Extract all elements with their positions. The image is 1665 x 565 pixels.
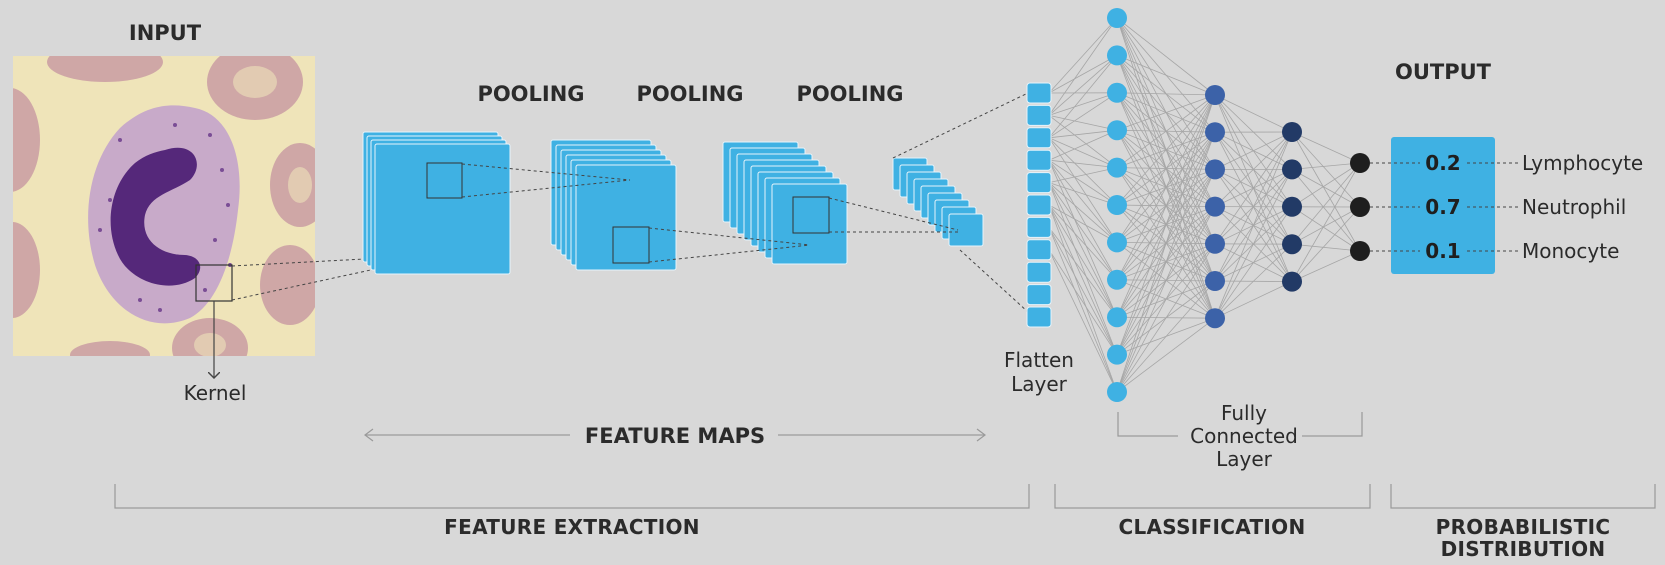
flatten-unit (1027, 173, 1051, 193)
neuron-l1 (1107, 382, 1127, 402)
output-value: 0.2 (1425, 151, 1460, 175)
output-value: 0.7 (1425, 195, 1460, 219)
neuron-l2 (1205, 122, 1225, 142)
flatten-unit (1027, 128, 1051, 148)
network-connections (1049, 18, 1360, 392)
neuron-l1 (1107, 270, 1127, 290)
fc-label-2: Connected (1190, 424, 1298, 448)
neuron-l1 (1107, 345, 1127, 365)
stack3-map-8 (772, 184, 847, 264)
neuron-l2 (1205, 159, 1225, 179)
flatten-unit (1027, 217, 1051, 237)
pooling-header-1: POOLING (477, 82, 584, 106)
neuron-l1 (1107, 83, 1127, 103)
flatten-layer (1027, 83, 1051, 327)
neuron-l1 (1107, 120, 1127, 140)
kernel-label: Kernel (184, 381, 247, 405)
flatten-unit (1027, 195, 1051, 215)
flatten-unit (1027, 105, 1051, 125)
flatten-unit (1027, 150, 1051, 170)
flatten-unit (1027, 262, 1051, 282)
probabilistic-bracket (1391, 484, 1655, 508)
neuron-output (1350, 197, 1370, 217)
neuron-l3 (1282, 272, 1302, 292)
neuron-l1 (1107, 307, 1127, 327)
pooling-header-3: POOLING (796, 82, 903, 106)
flatten-label-1: Flatten (1004, 348, 1074, 372)
neuron-l3 (1282, 197, 1302, 217)
neuron-l2 (1205, 271, 1225, 291)
neuron-l1 (1107, 232, 1127, 252)
flatten-label-2: Layer (1011, 372, 1068, 396)
classification-label: CLASSIFICATION (1119, 515, 1306, 539)
probabilistic-label-1: PROBABILISTIC (1436, 515, 1611, 539)
neuron-output (1350, 153, 1370, 173)
output-value: 0.1 (1425, 239, 1460, 263)
neuron-l1 (1107, 45, 1127, 65)
feature-extraction-bracket (115, 484, 1029, 508)
neuron-l1 (1107, 195, 1127, 215)
neuron-l1 (1107, 158, 1127, 178)
output-header: OUTPUT (1395, 60, 1492, 84)
flatten-unit (1027, 240, 1051, 260)
neuron-l1 (1107, 8, 1127, 28)
neuron-l2 (1205, 234, 1225, 254)
neuron-output (1350, 241, 1370, 261)
neuron-l2 (1205, 197, 1225, 217)
stack4-map-9 (949, 214, 983, 246)
neuron-l3 (1282, 234, 1302, 254)
feature-map-stack-3 (723, 142, 847, 264)
pooling-header-2: POOLING (636, 82, 743, 106)
feature-extraction-label: FEATURE EXTRACTION (444, 515, 700, 539)
input-image (0, 42, 330, 378)
neuron-l3 (1282, 122, 1302, 142)
feature-map-stack-1 (363, 132, 510, 274)
output-class-label: Monocyte (1522, 239, 1619, 263)
feature-maps-label: FEATURE MAPS (585, 424, 765, 448)
feature-map-stack-4 (893, 158, 983, 246)
neuron-l2 (1205, 308, 1225, 328)
input-header: INPUT (129, 21, 202, 45)
fc-label-3: Layer (1216, 447, 1273, 471)
neuron-l2 (1205, 85, 1225, 105)
output-class-label: Lymphocyte (1522, 151, 1643, 175)
flatten-unit (1027, 307, 1051, 327)
neuron-l3 (1282, 159, 1302, 179)
probabilistic-label-2: DISTRIBUTION (1441, 537, 1606, 560)
fc-label-1: Fully (1221, 401, 1267, 425)
flatten-unit (1027, 285, 1051, 305)
output-class-label: Neutrophil (1522, 195, 1626, 219)
classification-bracket (1055, 484, 1370, 508)
flatten-unit (1027, 83, 1051, 103)
